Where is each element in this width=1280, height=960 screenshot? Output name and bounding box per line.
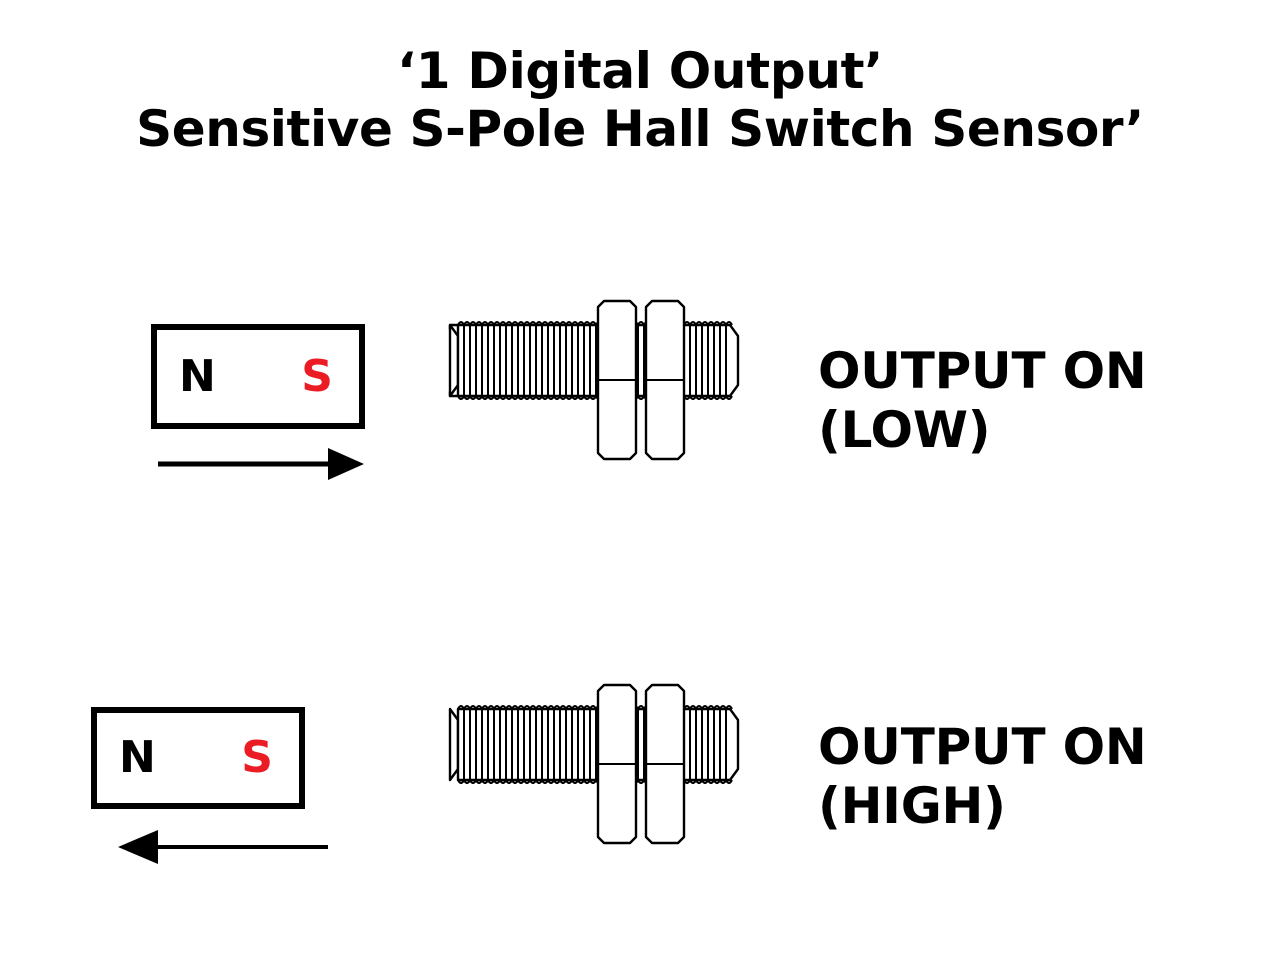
magnet-bar-top: N S [151, 324, 365, 429]
magnet-south-pole-label-top: S [301, 350, 333, 402]
magnet-bar-bottom: N S [91, 707, 305, 809]
page-title-line-1: ‘1 Digital Output’ [397, 42, 883, 100]
output-state-label-high: OUTPUT ON (HIGH) [818, 718, 1147, 835]
magnet-group-top: N S [151, 324, 365, 480]
arrow-right-icon [158, 448, 364, 480]
magnet-group-bottom: N S [91, 707, 328, 864]
threaded-hall-sensor-icon-top [448, 299, 740, 461]
diagram-row-output-low: N S [0, 270, 1280, 520]
page-title-line-2: Sensitive S-Pole Hall Switch Sensor’ [136, 100, 1144, 158]
magnet-north-pole-label-bottom: N [119, 732, 156, 783]
magnet-south-pole-label-bottom: S [241, 732, 273, 783]
arrow-left-icon [118, 830, 328, 864]
output-state-label-low: OUTPUT ON (LOW) [818, 342, 1147, 459]
diagram-row-output-high: N S [0, 652, 1280, 902]
magnet-north-pole-label-top: N [179, 350, 216, 402]
threaded-hall-sensor-icon-bottom [448, 683, 740, 845]
page-title: ‘1 Digital Output’ Sensitive S-Pole Hall… [0, 44, 1280, 156]
